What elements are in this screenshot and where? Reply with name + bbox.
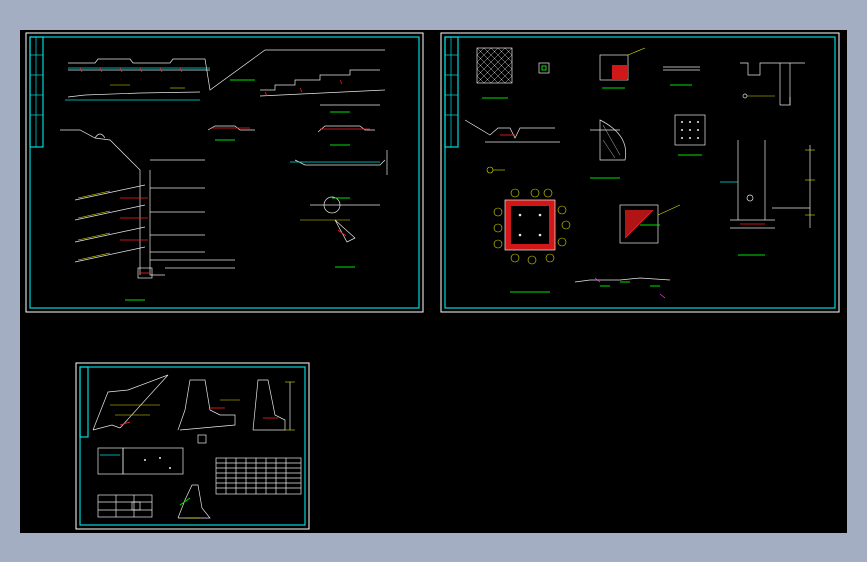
sheet-2-column-section	[493, 188, 571, 293]
sheet-3-footing-detail	[177, 484, 211, 519]
sheet-2-corner-detail	[619, 204, 681, 244]
sheet-3-profile-panels	[97, 447, 184, 475]
sheet-3-gravity-wall-a	[177, 379, 240, 444]
sheet-1-stepped-section	[259, 69, 386, 113]
cad-model-space[interactable]	[20, 30, 847, 533]
sheet-2-rail-detail	[663, 66, 700, 86]
sheet-2-arc-detail	[590, 119, 627, 179]
sheet-1-main-wall	[60, 129, 235, 301]
sheet-1-title-strip	[29, 36, 44, 148]
sheet-3-gravity-wall-b	[252, 379, 295, 431]
drawing-canvas	[25, 32, 840, 530]
sheet-2-strip-lines	[445, 37, 458, 147]
sheet-2-dot-grid	[674, 114, 706, 156]
sheet-1-border	[29, 36, 420, 309]
sheet-2-block-detail	[599, 47, 646, 89]
sheet-3-wall-types-and-tables[interactable]	[75, 362, 310, 530]
sheet-1-small-details	[207, 125, 375, 146]
sheet-1-top-profile	[65, 49, 385, 101]
sheet-1-frame	[25, 32, 424, 313]
sheet-2-channel-detail	[740, 62, 805, 106]
sheet-3-border	[79, 366, 306, 526]
sheet-2-title-strip	[444, 36, 459, 148]
sheet-1-retaining-wall-sections[interactable]	[25, 32, 424, 313]
sheet-1-strip-lines	[30, 37, 43, 147]
sheet-3-frame	[75, 362, 310, 530]
sheet-1-bracket-detail	[290, 150, 388, 268]
sheet-2-bottom-strip	[574, 277, 671, 299]
sheet-3-small-table	[97, 494, 153, 518]
sheet-2-drain-section	[464, 119, 560, 174]
sheet-3-title-strip	[79, 366, 89, 438]
sheet-2-small-square	[538, 62, 550, 74]
sheet-2-border	[444, 36, 836, 309]
sheet-2-drainage-details[interactable]	[440, 32, 840, 313]
sheet-2-frame	[440, 32, 840, 313]
sheet-2-mesh-detail	[476, 47, 513, 99]
sheet-3-slope-wall	[92, 374, 169, 431]
sheet-3-data-table	[215, 457, 302, 495]
sheet-2-pipe-section	[720, 140, 815, 256]
